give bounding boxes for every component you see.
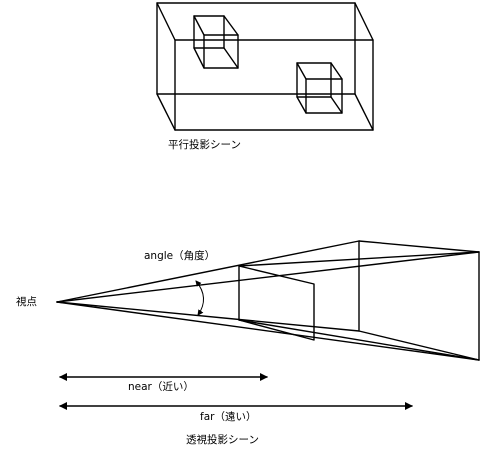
far-label: far（遠い） — [200, 410, 256, 423]
cube-left — [193, 15, 239, 69]
viewpoint-label: 視点 — [16, 295, 37, 308]
outer-box — [156, 2, 374, 131]
view-frustum — [56, 240, 480, 361]
cube-right — [296, 62, 343, 114]
perspective-caption: 透視投影シーン — [186, 433, 259, 446]
angle-label: angle（角度） — [144, 249, 215, 262]
near-label: near（近い） — [128, 380, 194, 393]
perspective-projection-scene: 視点 angle（角度） near（近い） far（遠い） 透視投影シーン — [16, 240, 480, 446]
near-plane — [238, 265, 315, 341]
parallel-projection-scene: 平行投影シーン — [156, 2, 374, 151]
angle-arc — [195, 280, 204, 316]
parallel-caption: 平行投影シーン — [168, 138, 241, 151]
